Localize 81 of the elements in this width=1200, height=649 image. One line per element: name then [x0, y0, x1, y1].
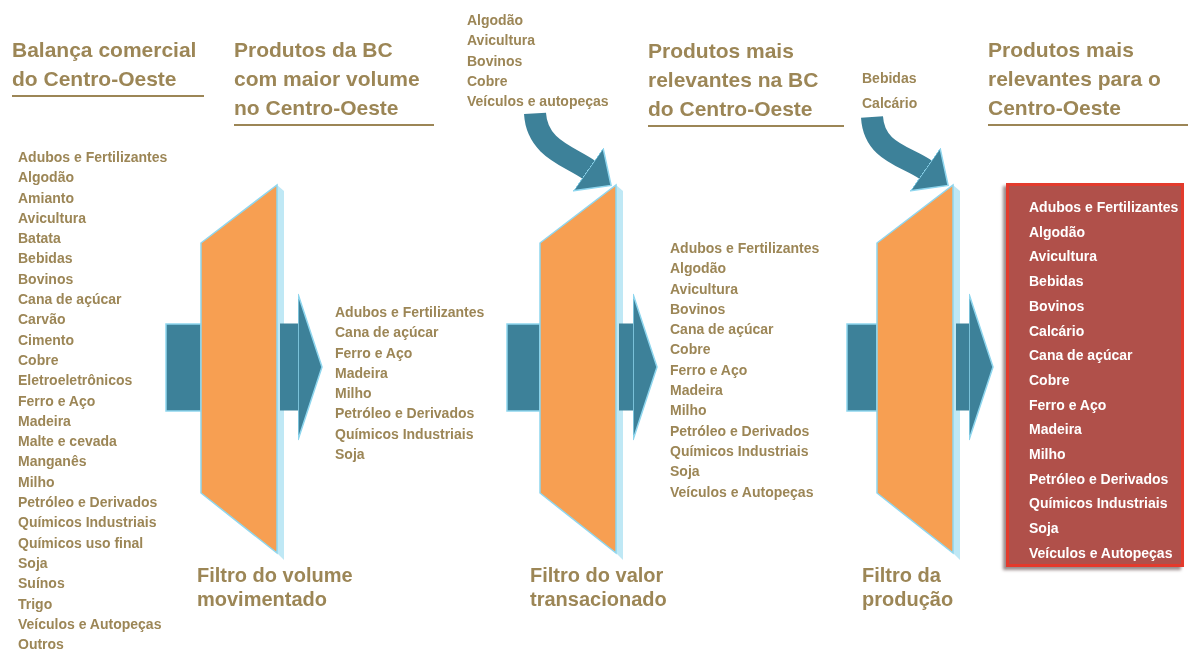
list-item: Cana de açúcar: [18, 290, 123, 310]
list-item: Cobre: [1029, 370, 1071, 390]
filter-label: Filtro do volume movimentado: [197, 563, 354, 611]
list-item: Soja: [670, 462, 701, 482]
list-item: Químicos Industriais: [1029, 494, 1169, 514]
list-item: Químicos uso final: [18, 533, 145, 553]
list-item: Cobre: [467, 71, 509, 91]
list-item: Trigo: [18, 594, 54, 614]
list-item: Soja: [18, 553, 49, 573]
block-arrow: [280, 293, 323, 441]
list-item: Bovinos: [18, 269, 75, 289]
list-item: Amianto: [18, 188, 75, 208]
list-item: Cobre: [18, 350, 60, 370]
curved-arrow: [861, 115, 950, 193]
list-item: Cana de açúcar: [335, 323, 440, 343]
list-item: Bovinos: [1029, 296, 1086, 316]
list-item: Veículos e Autopeças: [1029, 543, 1174, 563]
list-item: Bebidas: [1029, 272, 1085, 292]
filter-label: Filtro da produção: [862, 563, 955, 611]
list-item: Milho: [335, 384, 373, 404]
list-item: Algodão: [467, 11, 524, 30]
list-item: Avicultura: [467, 31, 536, 51]
list-item: Carvão: [18, 310, 67, 330]
curved-arrow: [524, 112, 613, 193]
list-item: Veículos e autopeças: [467, 92, 609, 112]
list-item: Químicos Industriais: [18, 513, 158, 533]
list-item: Avicultura: [670, 279, 739, 299]
list-item: Soja: [1029, 519, 1060, 539]
list-item: Cana de açúcar: [670, 320, 775, 340]
list-item: Calcário: [862, 93, 918, 113]
list-item: Adubos e Fertilizantes: [670, 239, 820, 258]
list-item: Batata: [18, 229, 62, 249]
list-item: Algodão: [18, 168, 75, 188]
list-item: Bovinos: [467, 51, 524, 71]
list-item: Bebidas: [18, 249, 74, 269]
list-item: Eletroeletrônicos: [18, 371, 134, 391]
list-item: Milho: [18, 472, 56, 492]
list-item: Adubos e Fertilizantes: [335, 303, 485, 322]
list-item: Madeira: [1029, 420, 1083, 440]
list-item: Petróleo e Derivados: [18, 493, 159, 513]
list-item: Veículos e Autopeças: [18, 614, 163, 634]
list-item: Madeira: [18, 411, 72, 431]
list-item: Soja: [335, 445, 366, 465]
block-arrow: [619, 293, 658, 441]
list-item: Algodão: [1029, 222, 1086, 242]
list-item: Madeira: [670, 381, 724, 401]
list-item: Bebidas: [862, 69, 918, 88]
list-item: Avicultura: [18, 208, 87, 228]
list-item: Ferro e Aço: [18, 391, 97, 411]
list-item: Cana de açúcar: [1029, 346, 1134, 366]
list-item: Algodão: [670, 259, 727, 279]
list-item: Milho: [1029, 445, 1067, 465]
list-item: Ferro e Aço: [1029, 395, 1108, 415]
list-item: Cobre: [670, 340, 712, 360]
list-item: Madeira: [335, 363, 389, 383]
list-item: Petróleo e Derivados: [1029, 469, 1170, 489]
list-item: Cimento: [18, 330, 75, 350]
column-heading: Produtos mais relevantes para o Centro-Oeste: [988, 35, 1188, 126]
list-item: Petróleo e Derivados: [670, 421, 811, 441]
filter-label: Filtro do valor transacionado: [530, 563, 668, 611]
list-item: Bovinos: [670, 299, 727, 319]
list-item: Petróleo e Derivados: [335, 404, 476, 424]
list-item: Ferro e Aço: [335, 343, 414, 363]
list-item: Ferro e Aço: [670, 360, 749, 380]
column-heading: Balança comercial do Centro-Oeste: [12, 35, 204, 97]
list-item: Calcário: [1029, 321, 1086, 341]
list-item: Outros: [18, 635, 65, 649]
result-panel: [1006, 183, 1184, 567]
list-item: Avicultura: [1029, 247, 1098, 267]
list-item: Malte e cevada: [18, 432, 118, 452]
list-item: Adubos e Fertilizantes: [1029, 198, 1180, 217]
block-arrow: [956, 293, 994, 441]
list-item: Veículos e Autopeças: [670, 482, 815, 502]
list-item: Adubos e Fertilizantes: [18, 148, 168, 167]
list-item: Manganês: [18, 452, 88, 472]
list-item: Químicos Industriais: [335, 424, 475, 444]
column-heading: Produtos da BC com maior volume no Centro-Oeste: [234, 35, 434, 126]
list-item: Milho: [670, 401, 708, 421]
column-heading: Produtos mais relevantes na BC do Centro-Oeste: [648, 36, 844, 127]
list-item: Suínos: [18, 574, 66, 594]
list-item: Químicos Industriais: [670, 441, 810, 461]
